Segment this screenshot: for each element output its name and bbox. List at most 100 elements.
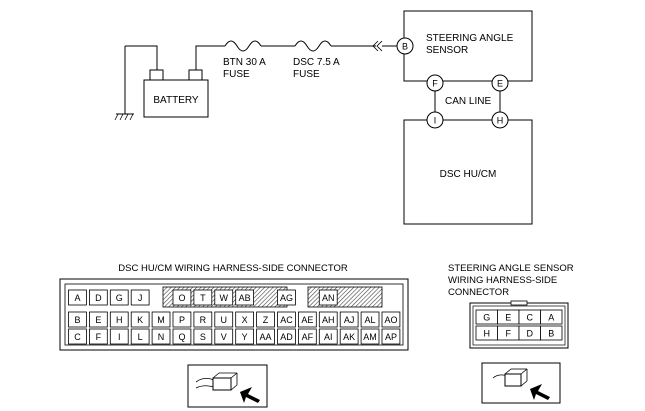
svg-text:D: D	[95, 293, 102, 303]
connector-pin: G	[475, 309, 498, 325]
terminal-b: B	[396, 37, 414, 55]
svg-text:P: P	[179, 315, 185, 325]
connector-pin: F	[497, 325, 520, 341]
svg-text:G: G	[116, 293, 123, 303]
svg-text:J: J	[138, 293, 143, 303]
connector-pin: A	[540, 309, 563, 325]
dsc-unit-label: DSC HU/CM	[440, 169, 497, 180]
svg-text:AD: AD	[280, 332, 293, 342]
connector-pin: AC	[277, 311, 296, 328]
can-line-label: CAN LINE	[445, 96, 491, 107]
connector-pin: O	[172, 289, 192, 306]
connector-pin: C	[68, 328, 87, 345]
connector-pin: AI	[318, 328, 338, 345]
fuse-btn-label-1: BTN 30 A	[223, 57, 266, 68]
connector-pin: N	[151, 328, 171, 345]
svg-text:H: H	[497, 116, 504, 126]
connector-pin: AO	[381, 311, 401, 328]
connector-pin: H	[109, 311, 129, 328]
svg-text:C: C	[527, 313, 534, 323]
svg-text:C: C	[74, 332, 81, 342]
connector-pin: W	[214, 289, 234, 306]
svg-text:A: A	[548, 313, 554, 323]
svg-text:X: X	[242, 315, 248, 325]
connector-pin: AG	[277, 289, 296, 306]
svg-text:H: H	[116, 315, 123, 325]
sensor-connector-title-3: CONNECTOR	[448, 287, 509, 298]
connector-pin: U	[214, 311, 234, 328]
connector-pin: AE	[297, 311, 317, 328]
terminal-f: F	[426, 74, 444, 92]
svg-text:B: B	[402, 42, 408, 52]
connector-pin: AL	[360, 311, 380, 328]
circuit: BATTERY BTN 30 A FUSE DSC 7.5 A FUSE STE…	[114, 10, 533, 225]
sensor-label-2: SENSOR	[426, 45, 468, 56]
connector-pin: AA	[256, 328, 275, 345]
dsc-connector-title: DSC HU/CM WIRING HARNESS-SIDE CONNECTOR	[118, 263, 348, 274]
connector-pin: Q	[172, 328, 192, 345]
sensor-connector-view-icon	[481, 362, 561, 404]
svg-text:AM: AM	[363, 332, 377, 342]
fuse-btn-label-2: FUSE	[223, 69, 250, 80]
connector-pin: J	[130, 289, 150, 306]
steering-angle-sensor: STEERING ANGLE SENSOR	[403, 10, 533, 82]
connector-pin: AP	[381, 328, 401, 345]
connector-pin: AM	[360, 328, 380, 345]
connector-pin: R	[193, 311, 213, 328]
svg-text:G: G	[483, 313, 490, 323]
svg-text:O: O	[178, 293, 185, 303]
connector-pin: F	[89, 328, 108, 345]
connector-pin: X	[235, 311, 254, 328]
battery-label: BATTERY	[153, 95, 199, 106]
svg-text:AC: AC	[280, 315, 293, 325]
svg-text:AJ: AJ	[344, 315, 355, 325]
connector-pin: B	[540, 325, 563, 341]
sensor-label-1: STEERING ANGLE	[426, 33, 514, 44]
sensor-connector-title-1: STEERING ANGLE SENSOR	[448, 263, 574, 274]
svg-text:I: I	[118, 332, 121, 342]
connector-pin: AK	[339, 328, 359, 345]
ground-symbol	[114, 46, 134, 121]
fuse-dsc-7-5a: DSC 7.5 A FUSE	[293, 40, 376, 80]
connector-pin: Y	[235, 328, 254, 345]
svg-text:E: E	[497, 79, 503, 89]
connector-pin: E	[497, 309, 520, 325]
connector-pin: P	[172, 311, 192, 328]
svg-text:Q: Q	[178, 332, 185, 342]
connector-pin: D	[89, 289, 108, 306]
svg-text:B: B	[74, 315, 80, 325]
battery: BATTERY	[143, 69, 209, 118]
dsc-connector-view-icon	[187, 364, 268, 408]
svg-text:AN: AN	[322, 293, 335, 303]
connector-pin: E	[89, 311, 108, 328]
connector-pin: L	[130, 328, 150, 345]
svg-text:V: V	[221, 332, 227, 342]
svg-text:AG: AG	[280, 293, 293, 303]
svg-text:L: L	[138, 332, 143, 342]
svg-text:AE: AE	[301, 315, 313, 325]
svg-text:F: F	[96, 332, 102, 342]
connector-pin: S	[193, 328, 213, 345]
svg-text:Y: Y	[242, 332, 248, 342]
fuse-btn-30a: BTN 30 A FUSE	[223, 40, 295, 80]
connector-pin: AB	[235, 289, 254, 306]
connector-pin: B	[68, 311, 87, 328]
connector-pin: C	[518, 309, 541, 325]
svg-text:AF: AF	[302, 332, 314, 342]
svg-text:E: E	[95, 315, 101, 325]
svg-text:F: F	[432, 79, 438, 89]
svg-text:AO: AO	[384, 315, 397, 325]
connector-pin: M	[151, 311, 171, 328]
connector-pin: Z	[256, 311, 275, 328]
svg-text:N: N	[158, 332, 165, 342]
svg-text:AH: AH	[322, 315, 335, 325]
connector-pin: AN	[318, 289, 338, 306]
dsc-hu-cm-unit: DSC HU/CM	[403, 119, 533, 225]
sensor-connector-title-2: WIRING HARNESS-SIDE	[448, 275, 557, 286]
svg-text:AL: AL	[365, 315, 376, 325]
